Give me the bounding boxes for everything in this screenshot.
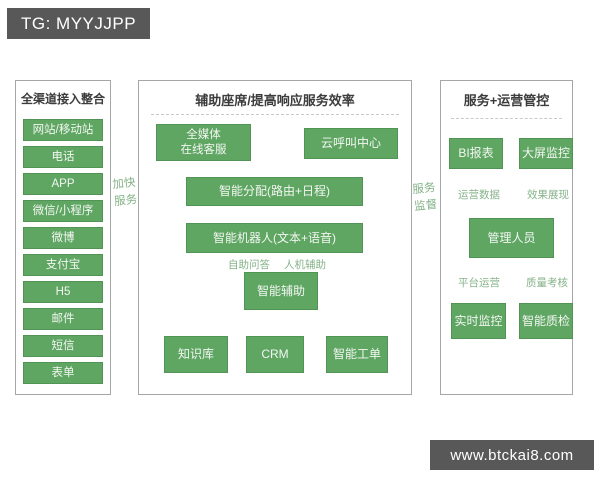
- channel-alipay: 支付宝: [23, 254, 103, 276]
- channel-list: 网站/移动站 电话 APP 微信/小程序 微博 支付宝 H5 邮件 短信 表单: [23, 119, 103, 384]
- channel-weibo: 微博: [23, 227, 103, 249]
- channel-form: 表单: [23, 362, 103, 384]
- label-human-machine-assist: 人机辅助: [284, 259, 326, 271]
- panel-channels: 全渠道接入整合 网站/移动站 电话 APP 微信/小程序 微博 支付宝 H5 邮…: [15, 80, 111, 395]
- channel-app: APP: [23, 173, 103, 195]
- node-managers: 管理人员: [469, 218, 554, 258]
- panel-agent-assist: 辅助座席/提高响应服务效率 全媒体 在线客服 云呼叫中心 智能分配(路由+日程)…: [138, 80, 412, 395]
- node-knowledge-base: 知识库: [164, 336, 228, 373]
- panel-agent-assist-title: 辅助座席/提高响应服务效率: [195, 93, 355, 108]
- channel-sms: 短信: [23, 335, 103, 357]
- title-divider: [151, 114, 399, 115]
- label-platform-ops: 平台运营: [458, 277, 500, 289]
- label-effect-display: 效果展现: [527, 189, 569, 201]
- channel-wechat: 微信/小程序: [23, 200, 103, 222]
- channel-h5: H5: [23, 281, 103, 303]
- panel-ops-control-title: 服务+运营管控: [463, 93, 550, 108]
- telegram-watermark-badge: TG: MYYJJPP: [7, 8, 151, 39]
- channel-phone: 电话: [23, 146, 103, 168]
- website-watermark-badge: www.btckai8.com: [430, 440, 594, 470]
- node-crm: CRM: [246, 336, 304, 373]
- title-divider: [451, 118, 562, 119]
- node-realtime-monitor: 实时监控: [451, 303, 506, 339]
- label-service-supervision: 服务 监督: [411, 181, 438, 214]
- node-smart-robot: 智能机器人(文本+语音): [186, 223, 363, 253]
- channel-email: 邮件: [23, 308, 103, 330]
- node-smart-routing: 智能分配(路由+日程): [186, 177, 363, 206]
- panel-channels-title: 全渠道接入整合: [20, 92, 105, 106]
- label-ops-data: 运营数据: [458, 189, 500, 201]
- panel-ops-control: 服务+运营管控 BI报表 大屏监控 运营数据 效果展现 管理人员 平台运营 质量…: [440, 80, 573, 395]
- label-quality-check: 质量考核: [526, 277, 568, 289]
- node-smart-assist: 智能辅助: [244, 272, 318, 310]
- label-speed-up-service: 加快 服务: [111, 176, 138, 209]
- node-cloud-call-center: 云呼叫中心: [304, 128, 398, 159]
- node-big-screen-monitor: 大屏监控: [519, 138, 573, 169]
- node-bi-report: BI报表: [449, 138, 503, 169]
- channel-website: 网站/移动站: [23, 119, 103, 141]
- node-omni-media-service: 全媒体 在线客服: [156, 124, 251, 161]
- label-self-service-qa: 自助问答: [228, 259, 270, 271]
- node-smart-ticket: 智能工单: [326, 336, 388, 373]
- node-smart-quality-check: 智能质检: [519, 303, 573, 339]
